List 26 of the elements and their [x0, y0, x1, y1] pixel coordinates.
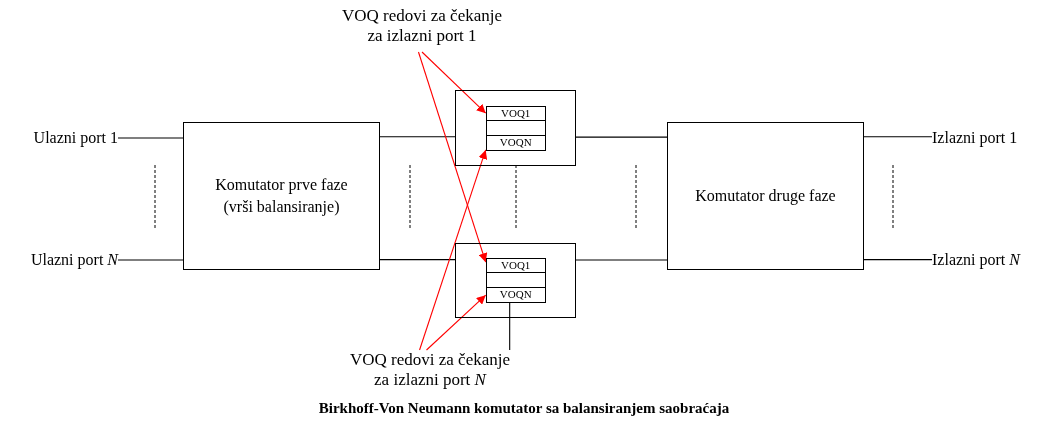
buffer-box [455, 243, 576, 318]
connector-line [575, 136, 668, 138]
buffer-box [455, 90, 576, 166]
switch-box: Komutator druge faze [667, 122, 864, 270]
callout-arrow [425, 294, 487, 351]
queue-slot: VOQ1 [485, 257, 546, 273]
connector-line [379, 259, 456, 261]
switch-box: Komutator prve faze (vrši balansiranje) [183, 122, 380, 270]
queue-slot: VOQ1 [485, 105, 546, 121]
callout-text: VOQ redovi za čekanje za izlazni port N [343, 350, 517, 396]
connector-line [863, 259, 933, 261]
connector-line [575, 259, 668, 261]
callout-text: VOQ redovi za čekanje za izlazni port 1 [334, 6, 510, 52]
connector-line [117, 259, 184, 261]
callout-arrow [421, 51, 487, 114]
input-port-label: Ulazni port 1 [4, 128, 118, 148]
caption: Birkhoff-Von Neumann komutator sa balansiranjem saobraćaja [318, 400, 730, 417]
connector-line [117, 137, 184, 139]
output-port-label: Izlazni port 1 [932, 128, 1044, 148]
connector-line [379, 136, 456, 138]
callout-arrow [419, 149, 488, 351]
connector-line [509, 302, 511, 351]
output-port-label: Izlazni port N [932, 250, 1044, 270]
callout-arrow [417, 51, 488, 263]
input-port-label: Ulazni port N [4, 250, 118, 270]
connector-line [863, 136, 933, 138]
